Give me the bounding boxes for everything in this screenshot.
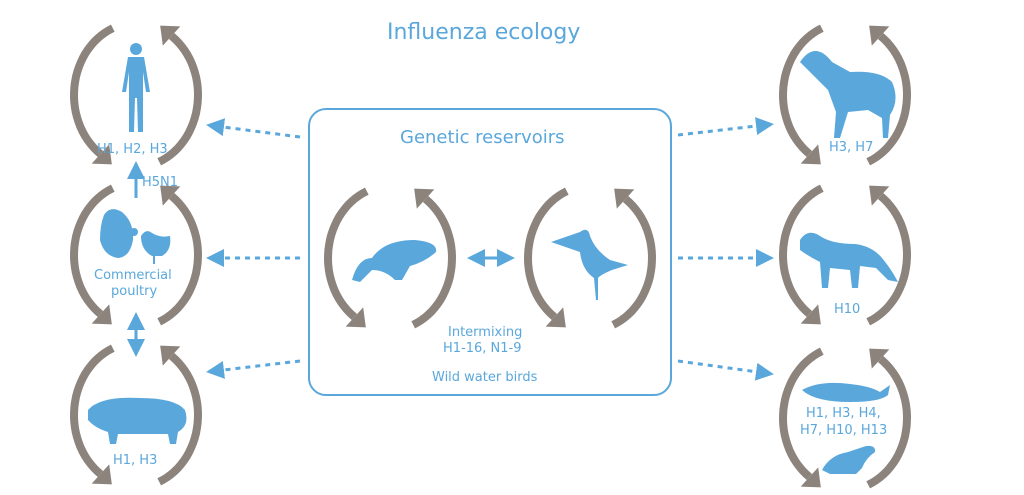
ferret-subtypes: H10: [834, 302, 861, 317]
turkey-icon: [100, 209, 138, 258]
cycle-arc: [323, 187, 369, 320]
cycle-arc: [866, 33, 912, 166]
cycle-arc: [69, 24, 115, 157]
cycle-arrows-marine: [778, 347, 912, 489]
seal-icon: [822, 445, 876, 474]
human-subtypes: H1, H2, H3: [97, 142, 168, 157]
cycle-arrowhead: [160, 185, 181, 206]
horse-icon: [800, 51, 896, 138]
diagram-title: Influenza ecology: [387, 20, 581, 45]
wild-water-birds-label: Wild water birds: [432, 370, 538, 385]
cycle-arrowhead: [800, 467, 821, 488]
cycle-arrowhead: [160, 345, 181, 366]
cycle-arrows-shorebird: [523, 187, 657, 329]
cycle-arrowhead: [91, 304, 112, 325]
arrow-to-pig: [206, 359, 301, 379]
cycle-arrowhead: [869, 25, 890, 46]
cycle-arrows-ferret: [778, 184, 912, 326]
cycle-arc: [69, 184, 115, 317]
cycle-arrowhead: [869, 348, 890, 369]
cycle-arc: [523, 187, 569, 320]
cycle-arc: [778, 347, 824, 480]
marine-subtypes-1: H1, H3, H4,: [806, 406, 881, 421]
duck-icon: [352, 240, 437, 282]
cycle-arrows-duck: [323, 187, 457, 329]
intermixing-label: Intermixing: [448, 325, 523, 340]
cycle-arrowhead: [414, 188, 435, 209]
cycle-arrows-poultry: [69, 184, 203, 326]
cycle-arrows-human: [69, 24, 203, 166]
cycle-arc: [778, 24, 824, 157]
reservoir-title: Genetic reservoirs: [400, 127, 565, 148]
ferret-icon: [800, 232, 898, 288]
poultry-label-2: poultry: [111, 284, 158, 299]
cycle-arrowhead: [614, 188, 635, 209]
cycle-arrows-horse: [778, 24, 912, 166]
cycle-arrowhead: [800, 144, 821, 165]
cycle-arrowhead: [869, 185, 890, 206]
horse-subtypes: H3, H7: [829, 140, 874, 155]
arrow-to-horse: [677, 117, 774, 137]
cycle-arrowhead: [160, 25, 181, 46]
transmission-arrows: [206, 117, 774, 381]
arrow-to-human: [206, 118, 301, 139]
cycle-arc: [157, 193, 203, 326]
human-icon: [122, 43, 150, 132]
cycle-arc: [611, 196, 657, 329]
arrow-to-marine: [677, 359, 774, 381]
cycle-arc: [866, 356, 912, 489]
cycle-arrowhead: [800, 304, 821, 325]
cycle-arc: [778, 184, 824, 317]
pig-icon: [88, 397, 187, 444]
intermixing-subtypes: H1-16, N1-9: [443, 341, 522, 356]
pig-subtypes: H1, H3: [113, 453, 158, 468]
h5n1-label: H5N1: [142, 175, 179, 190]
cycle-arc: [866, 193, 912, 326]
cycle-arrowhead: [91, 464, 112, 485]
shorebird-icon: [551, 229, 628, 300]
cycle-arrowhead: [545, 307, 566, 328]
cycle-arc: [157, 33, 203, 166]
cycle-arc: [157, 353, 203, 486]
cycle-arrowhead: [345, 307, 366, 328]
poultry-label-1: Commercial: [94, 268, 172, 283]
whale-icon: [802, 382, 890, 402]
marine-subtypes-2: H7, H10, H13: [800, 423, 888, 438]
genetic-reservoirs-box: [308, 108, 672, 396]
cycle-arc: [69, 344, 115, 477]
cycle-arc: [411, 196, 457, 329]
chicken-icon: [141, 231, 171, 264]
cycle-arrows-pig: [69, 344, 203, 486]
cycle-arrowhead: [91, 144, 112, 165]
